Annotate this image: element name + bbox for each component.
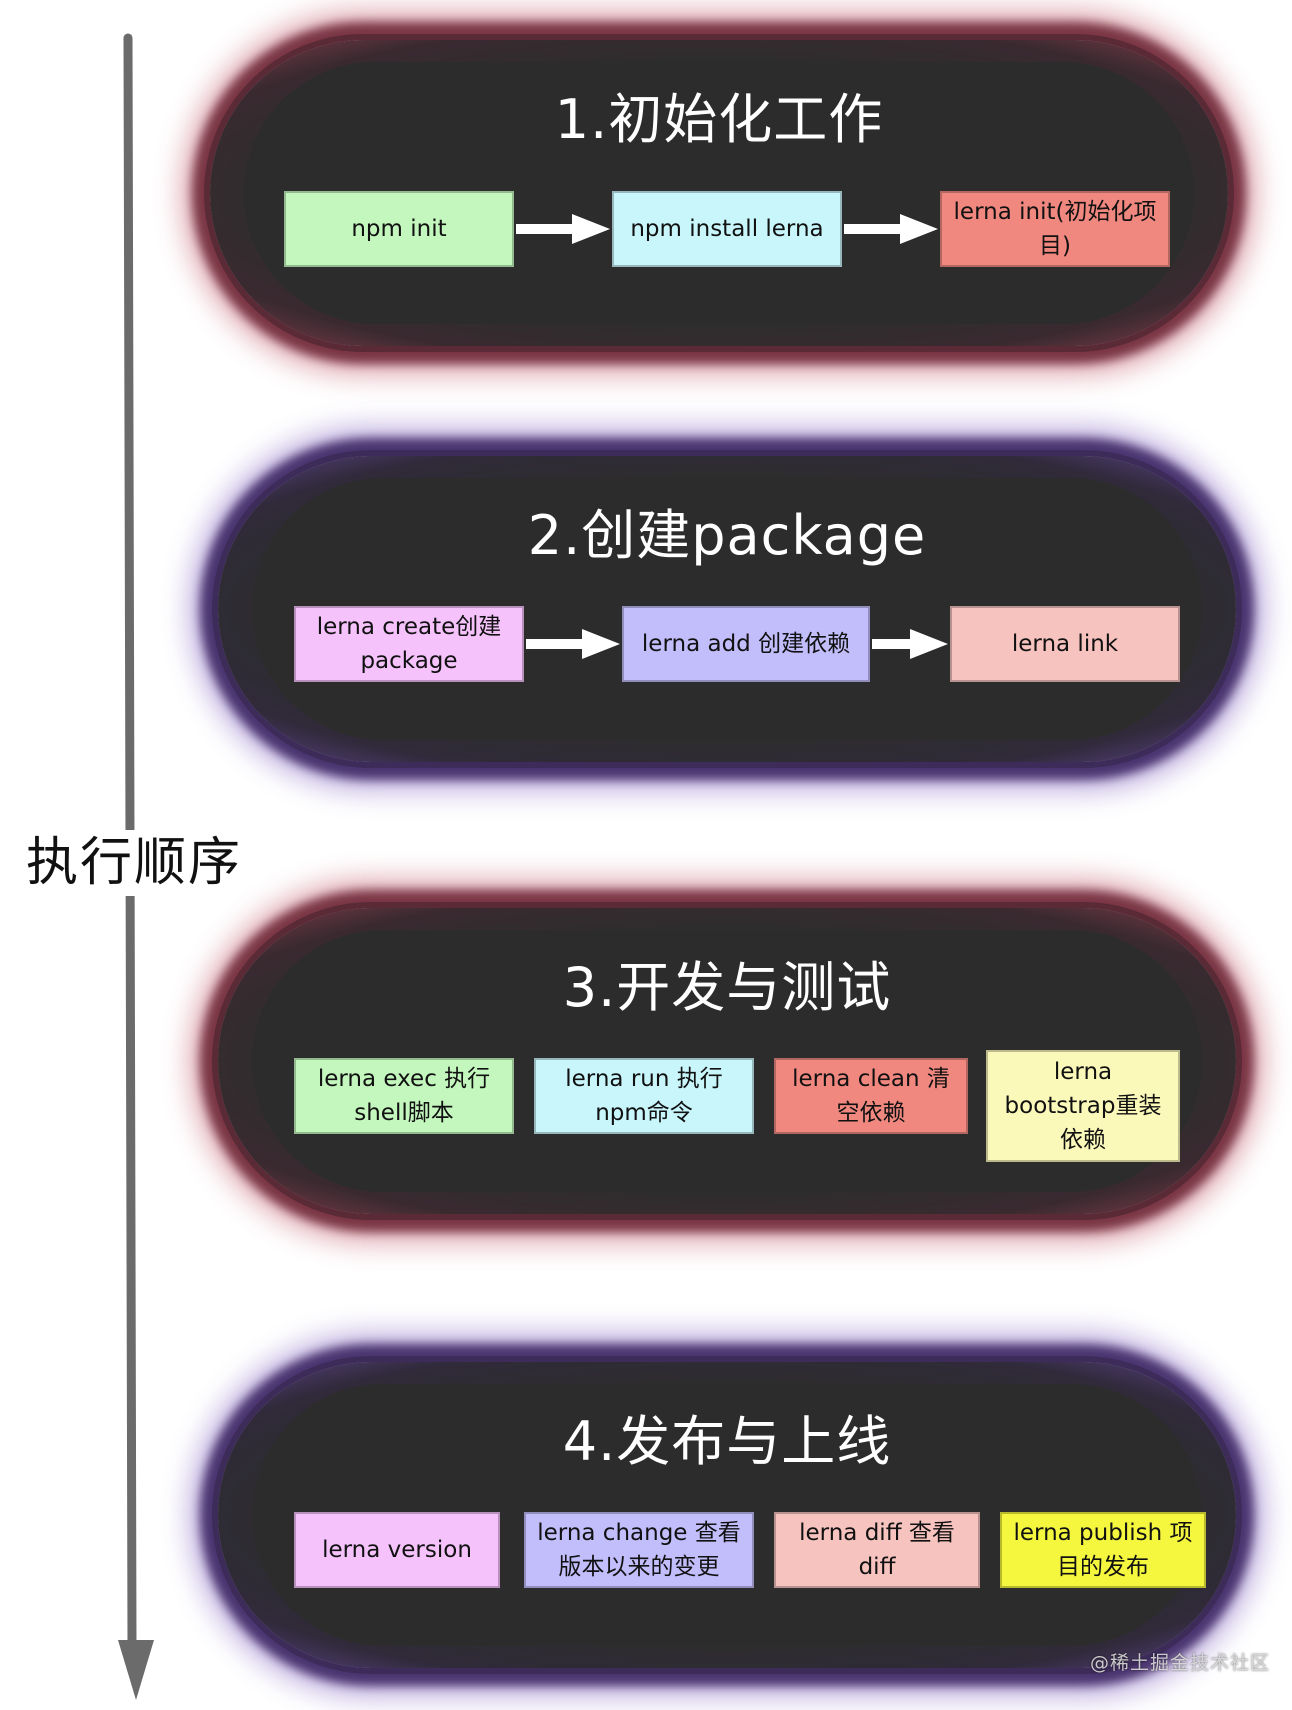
step-lerna-run: lerna run 执行npm命令 (534, 1058, 754, 1134)
step-lerna-exec: lerna exec 执行shell脚本 (294, 1058, 514, 1134)
step-lerna-create: lerna create创建package (294, 606, 524, 682)
step-lerna-clean: lerna clean 清空依赖 (774, 1058, 968, 1134)
stage-title: 3.开发与测试 (562, 956, 892, 1019)
arrow-right-icon (872, 629, 948, 659)
arrow-right-icon (526, 629, 620, 659)
stage-title: 4.发布与上线 (562, 1410, 892, 1473)
step-lerna-change: lerna change 查看版本以来的变更 (524, 1512, 754, 1588)
stage-title: 1.初始化工作 (554, 88, 884, 151)
step-lerna-bootstrap: lerna bootstrap重装依赖 (986, 1050, 1180, 1162)
step-lerna-diff: lerna diff 查看diff (774, 1512, 980, 1588)
timeline-arrowhead (118, 1640, 154, 1700)
step-lerna-add: lerna add 创建依赖 (622, 606, 870, 682)
arrow-right-icon (844, 214, 938, 244)
step-npm-init: npm init (284, 191, 514, 267)
stage-title: 2.创建package (527, 504, 927, 567)
step-lerna-init: lerna init(初始化项目) (940, 191, 1170, 267)
arrow-right-icon (516, 214, 610, 244)
step-lerna-version: lerna version (294, 1512, 500, 1588)
timeline-label: 执行顺序 (18, 830, 251, 896)
step-lerna-link: lerna link (950, 606, 1180, 682)
step-npm-install-lerna: npm install lerna (612, 191, 842, 267)
watermark: @稀土掘金技术社区 (1090, 1652, 1271, 1674)
step-lerna-publish: lerna publish 项目的发布 (1000, 1512, 1206, 1588)
